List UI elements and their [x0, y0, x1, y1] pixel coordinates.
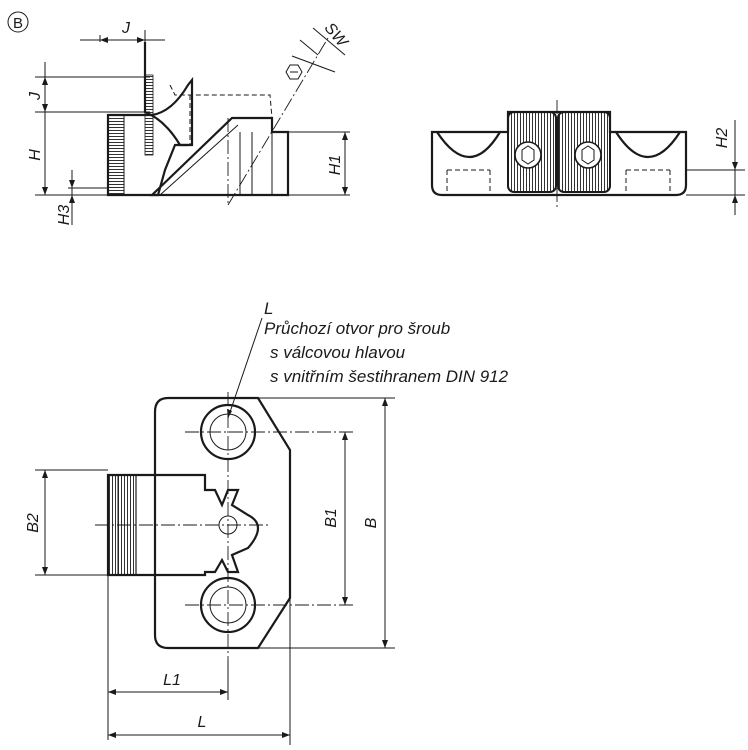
top-view-jaw — [106, 473, 260, 577]
dim-L: L — [198, 714, 207, 731]
top-view-base — [153, 396, 292, 650]
note-line1: Průchozí otvor pro šroub — [264, 319, 450, 338]
view-marker: B — [7, 11, 29, 33]
hex-socket-icon — [285, 64, 303, 80]
dim-SW: SW — [321, 20, 352, 52]
view-marker-label: B — [13, 15, 23, 32]
dim-H3: H3 — [56, 205, 73, 226]
dim-H1: H1 — [327, 155, 344, 175]
hex-screw-icon-2 — [581, 145, 595, 165]
dim-J-top: J — [121, 20, 131, 37]
dim-L1: L1 — [163, 672, 181, 689]
top-view: B B1 B2 L1 L — [25, 317, 395, 745]
side-view: J J H H3 H1 SW — [27, 20, 351, 225]
dim-J-side: J — [27, 91, 44, 101]
dim-H2: H2 — [714, 128, 731, 149]
dim-B: B — [363, 517, 380, 528]
note-line3: s vnitřním šestihranem DIN 912 — [270, 367, 509, 386]
note-ref: L — [264, 299, 273, 318]
dim-B1: B1 — [323, 508, 340, 528]
front-view-body — [430, 110, 688, 197]
dim-B2: B2 — [25, 513, 42, 533]
side-view-serration — [107, 114, 125, 196]
hex-screw-icon — [521, 145, 535, 165]
side-view-jaw — [106, 76, 194, 197]
note-line2: s válcovou hlavou — [270, 343, 406, 362]
front-view: H2 — [430, 100, 745, 215]
hole-note: L Průchozí otvor pro šroub s válcovou hl… — [264, 299, 509, 386]
dim-H: H — [27, 149, 44, 161]
